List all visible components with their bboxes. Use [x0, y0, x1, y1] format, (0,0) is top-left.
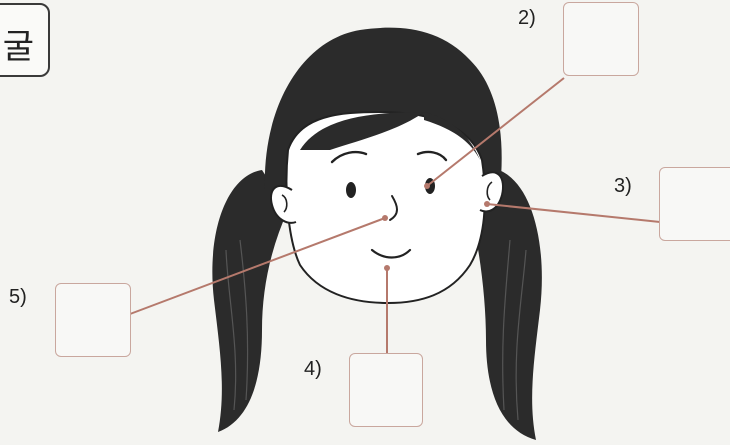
answer-box-2[interactable]	[563, 2, 639, 76]
answer-box-5[interactable]	[55, 283, 131, 357]
label-4: 4)	[304, 358, 322, 381]
label-5: 5)	[9, 286, 27, 309]
title-text: 굴	[0, 19, 34, 68]
label-3: 3)	[614, 175, 632, 198]
answer-box-4[interactable]	[349, 353, 423, 427]
answer-box-3[interactable]	[659, 167, 730, 241]
title-box: 굴	[0, 3, 50, 77]
left-eye	[346, 182, 356, 198]
label-2: 2)	[518, 7, 536, 30]
